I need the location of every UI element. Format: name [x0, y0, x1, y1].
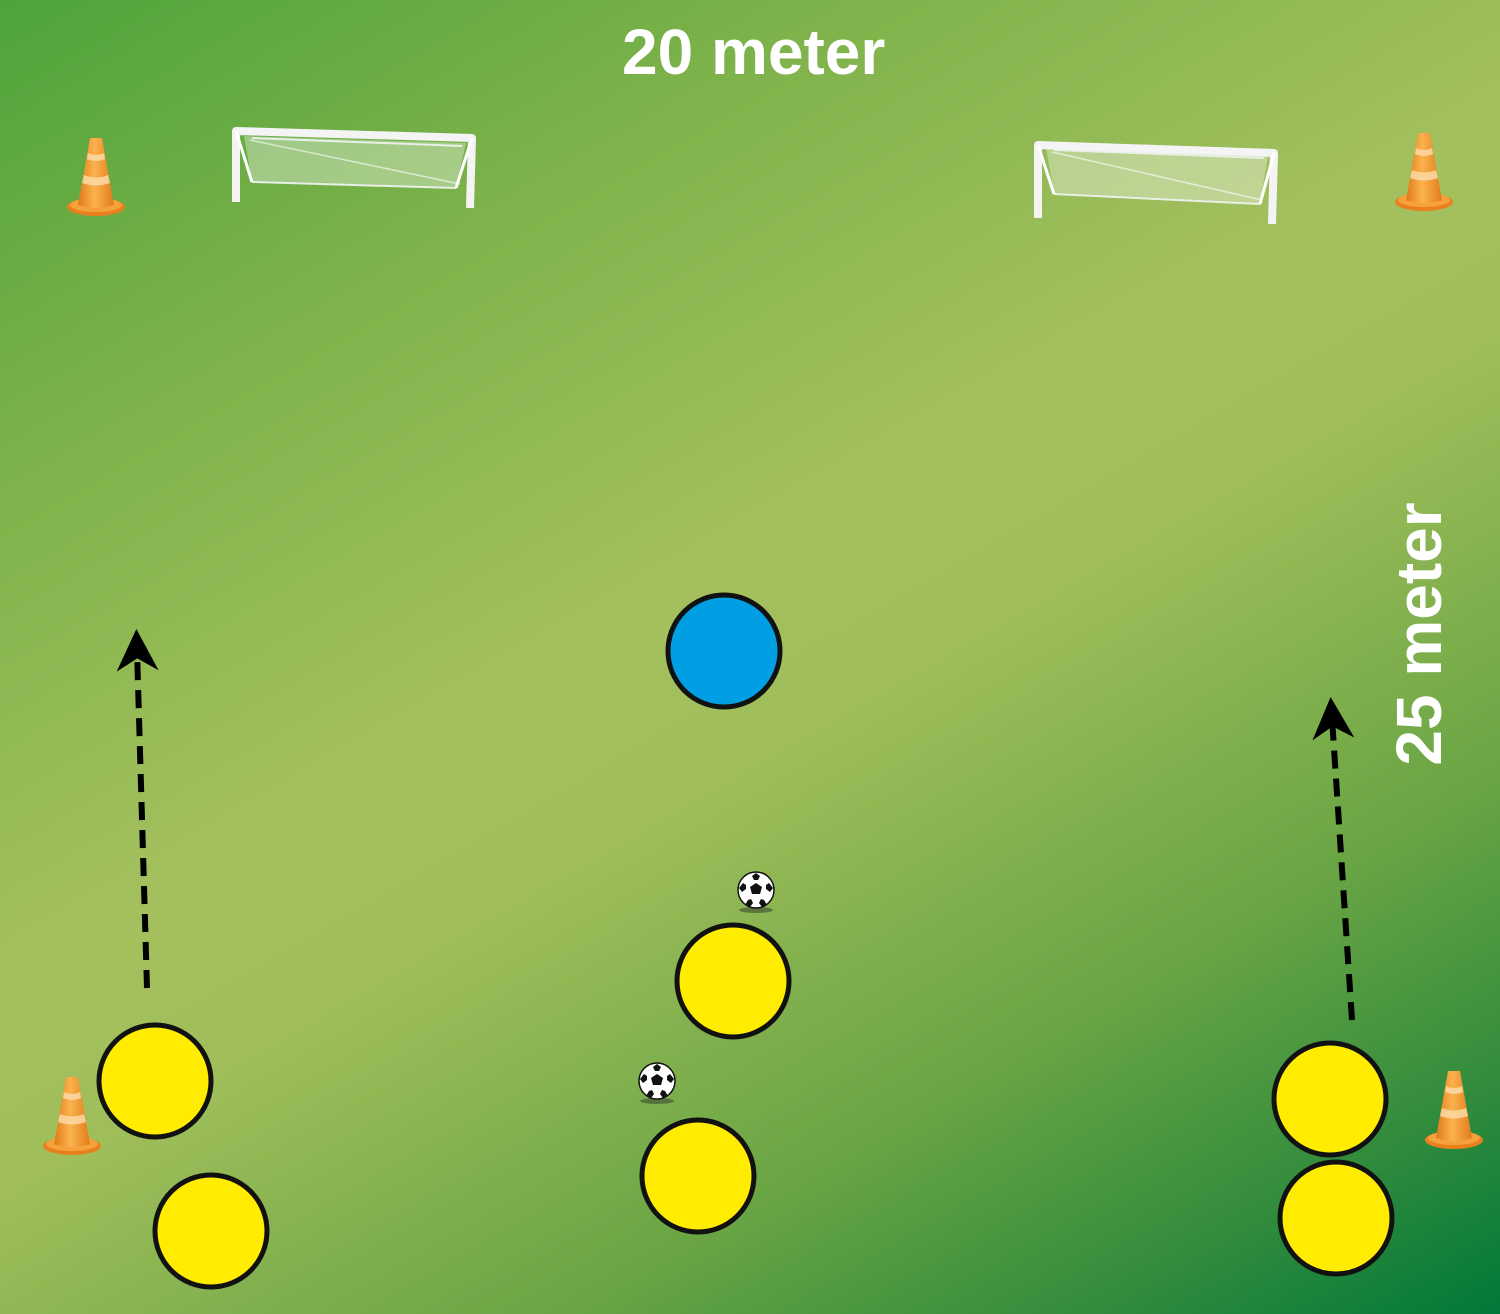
ball-icon — [638, 1062, 676, 1105]
player-yellow — [1277, 1159, 1395, 1277]
run-arrow-icon — [1312, 697, 1355, 1021]
cone-icon — [1425, 1071, 1483, 1149]
cone-icon — [1395, 133, 1453, 211]
cone-icon — [43, 1077, 101, 1155]
player-blue — [665, 592, 783, 710]
run-arrow-icon — [116, 629, 159, 989]
field-width-label: 20 meter — [622, 16, 886, 88]
player-yellow — [152, 1172, 270, 1290]
goal-icon — [1034, 141, 1278, 225]
player-yellow — [639, 1117, 757, 1235]
goal-icon — [232, 127, 476, 209]
player-yellow — [96, 1022, 214, 1140]
cone-icon — [67, 138, 125, 216]
player-yellow — [674, 922, 792, 1040]
player-yellow — [1271, 1040, 1389, 1158]
ball-icon — [737, 871, 775, 914]
